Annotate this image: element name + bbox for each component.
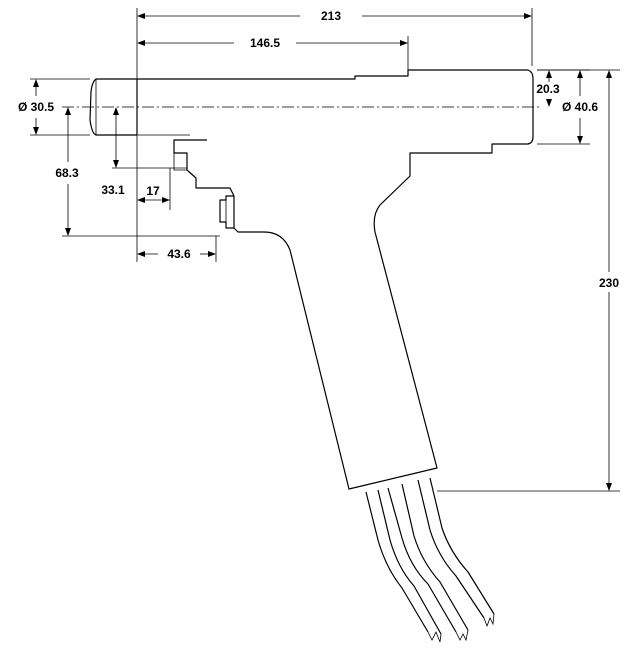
dim-body-diameter: Ø 40.6 — [562, 100, 598, 114]
tool-body-outline — [89, 69, 534, 490]
cables — [365, 477, 495, 643]
dim-nose-diameter: Ø 30.5 — [18, 100, 54, 114]
dim-overall-height: 230 — [599, 276, 619, 290]
dim-trigger-reach: 43.6 — [167, 247, 191, 261]
dim-trigger-height: 33.1 — [101, 183, 125, 197]
dim-rear-offset: 20.3 — [536, 82, 560, 96]
dimension-lines — [33, 13, 612, 491]
dim-nose-to-trigger-height: 68.3 — [55, 166, 79, 180]
dim-barrel-length: 146.5 — [250, 36, 280, 50]
dim-total-length: 213 — [321, 9, 341, 23]
dimension-labels: 213 146.5 Ø 30.5 20.3 Ø 40.6 68.3 33.1 1… — [18, 9, 619, 290]
extension-lines — [30, 8, 620, 492]
dim-trigger-setback: 17 — [146, 184, 160, 198]
